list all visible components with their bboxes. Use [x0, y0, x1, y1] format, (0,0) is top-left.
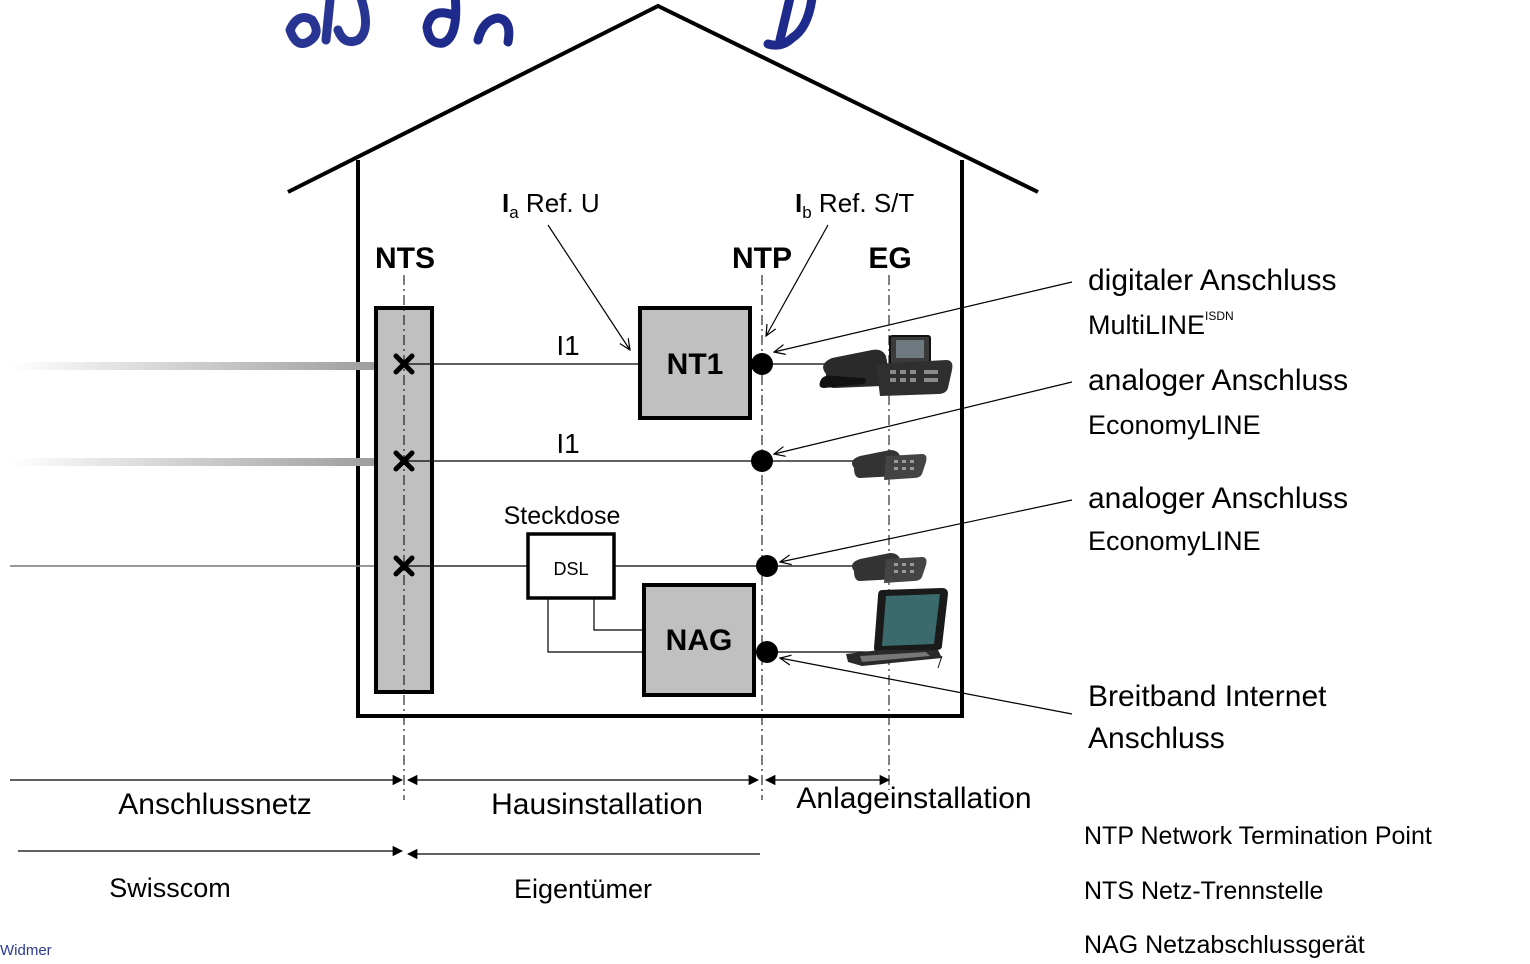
ntp-header: NTP	[732, 242, 792, 275]
line-i1-label: I1	[556, 428, 579, 459]
legend-nag: NAG Netzabschlussgerät	[1084, 931, 1365, 959]
label-pointers	[774, 281, 1073, 715]
analog-connection-label: analoger Anschluss	[1088, 482, 1348, 515]
steckdose-label: Steckdose	[504, 502, 621, 530]
swisscom-label: Swisscom	[109, 873, 231, 903]
economyline-label: EconomyLINE	[1088, 526, 1261, 556]
broadband-label-2: Anschluss	[1088, 722, 1225, 755]
eigentuemer-label: Eigentümer	[514, 874, 652, 904]
phone-isdn-icon	[819, 335, 953, 396]
laptop-icon	[846, 588, 948, 669]
ntp-terminals	[751, 353, 778, 663]
multiline-label: MultiLINEISDN	[1088, 309, 1234, 340]
phone-analog-icon	[852, 450, 927, 480]
dsl-socket-box	[526, 532, 616, 600]
zone-arrows	[10, 774, 891, 860]
hausinstallation-label: Hausinstallation	[491, 788, 703, 821]
economyline-label: EconomyLINE	[1088, 410, 1261, 440]
digital-connection-label: digitaler Anschluss	[1088, 264, 1336, 297]
phone-analog-icon	[852, 553, 927, 583]
reference-arrows	[547, 224, 829, 350]
footer-author: Widmer	[0, 942, 52, 959]
nts-cross-markers	[393, 353, 415, 577]
title-fragment	[285, 0, 817, 50]
legend-ntp: NTP Network Termination Point	[1084, 822, 1432, 850]
nag-label: NAG	[666, 624, 733, 657]
legend-nts: NTS Netz-Trennstelle	[1084, 877, 1323, 905]
house-outline	[287, 3, 1039, 718]
anschlussnetz-label: Anschlussnetz	[118, 788, 311, 821]
analog-connection-label: analoger Anschluss	[1088, 364, 1348, 397]
ref-st-label: Ib Ref. S/T	[795, 188, 914, 222]
dsl-label: DSL	[553, 559, 588, 579]
incoming-cables	[10, 362, 388, 567]
nag-box	[642, 583, 756, 697]
nts-header: NTS	[375, 242, 435, 275]
broadband-label: Breitband Internet	[1088, 680, 1327, 713]
nt1-box	[638, 306, 752, 420]
nt1-label: NT1	[667, 348, 724, 381]
ref-u-label: Ia Ref. U	[502, 188, 600, 222]
eg-header: EG	[868, 242, 911, 275]
anlageinstallation-label: Anlageinstallation	[796, 782, 1031, 815]
line-i1-label: I1	[556, 330, 579, 361]
